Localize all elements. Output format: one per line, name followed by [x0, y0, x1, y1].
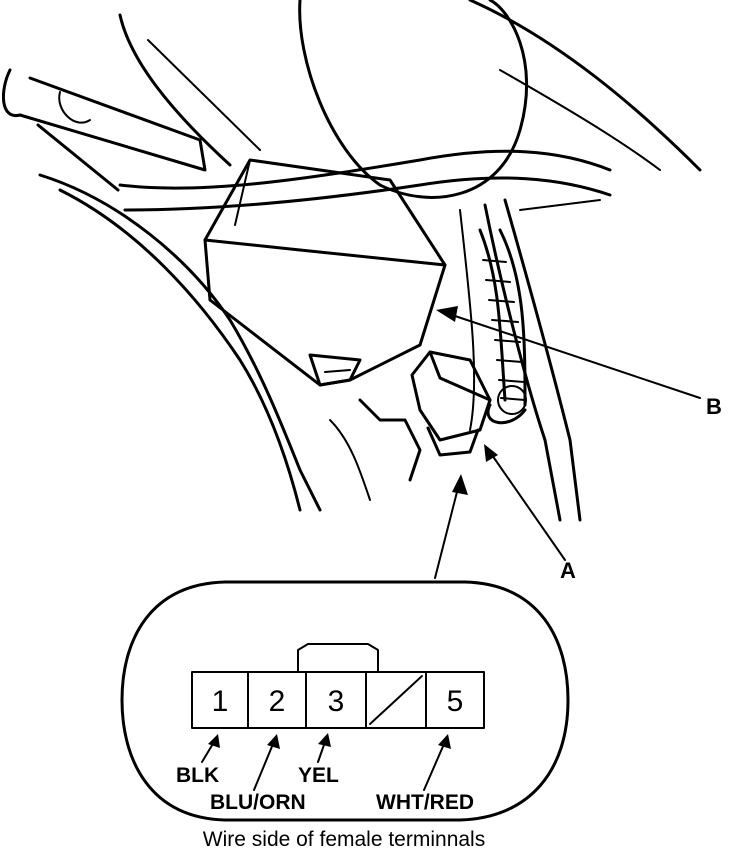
connector-lock-tab [297, 643, 379, 673]
empty-cavity-slash [369, 675, 423, 725]
leader-lines [434, 306, 701, 579]
terminal-number-5: 5 [447, 685, 464, 718]
wire-color-pin3: YEL [298, 764, 339, 787]
vehicle-illustration [1, 0, 702, 522]
wire-color-pin5: WHT/RED [376, 791, 474, 814]
terminal-cell-5 [425, 671, 485, 729]
terminal-number-2: 2 [269, 685, 286, 718]
terminal-view-inset: 1 2 3 5 BLK BLU/ORN YEL WHT/RED [120, 580, 570, 822]
wire-color-pin2: BLU/ORN [210, 791, 306, 814]
inset-caption: Wire side of female terminnals [203, 828, 485, 851]
callout-b-label: B [706, 394, 722, 419]
wire-color-pin1: BLK [176, 764, 219, 787]
inset-outline [120, 580, 570, 822]
terminal-number-1: 1 [212, 685, 229, 718]
terminal-number-3: 3 [328, 685, 345, 718]
callout-a-label: A [560, 558, 576, 583]
